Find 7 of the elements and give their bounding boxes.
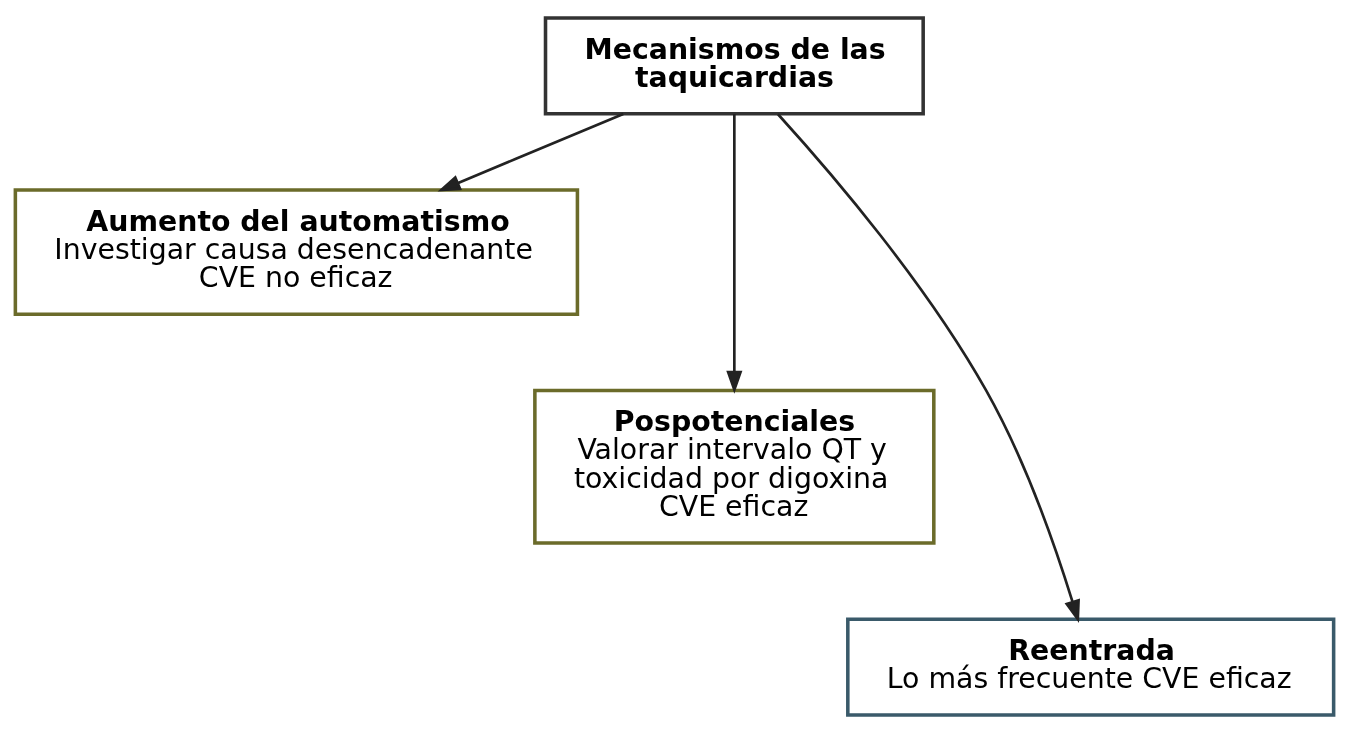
arrow	[726, 114, 743, 394]
arrow	[777, 113, 1080, 623]
node-box: Reentrada Lo más frecuente CVE eficaz	[846, 617, 1336, 717]
arrow	[437, 112, 624, 192]
node-box: Mecanismos de las taquicardias	[543, 16, 925, 116]
node-box: Pospotenciales Valorar intervalo QT y toxicidad por digoxina CVE eficaz	[533, 388, 936, 545]
node-box: Aumento del automatismo Investigar causa desencadenante CVE no eficaz	[13, 188, 580, 316]
